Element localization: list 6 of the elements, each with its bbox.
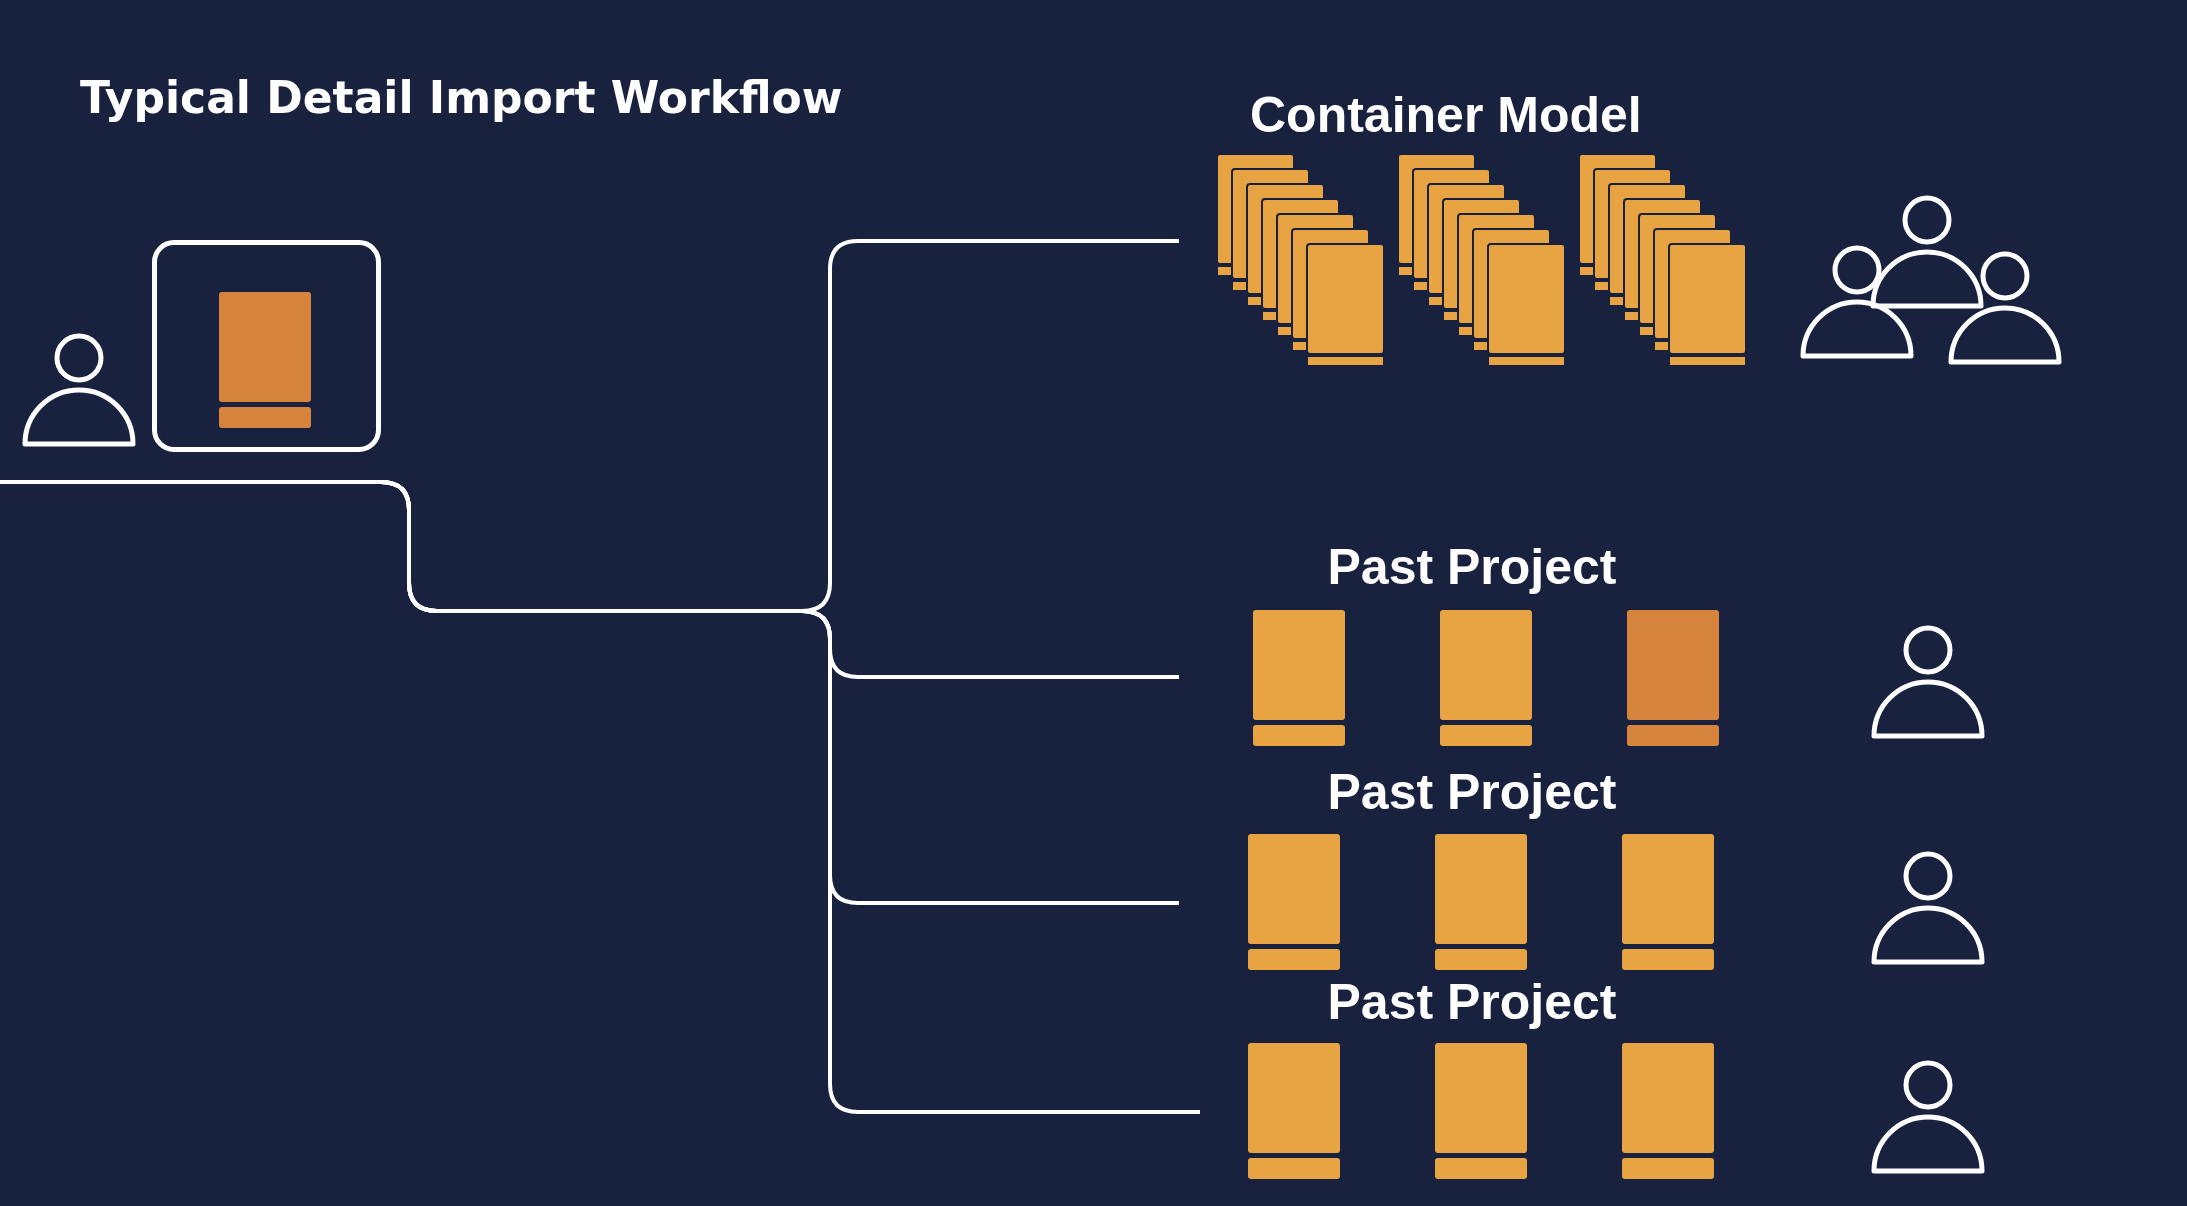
heading: Past Project [1326, 975, 1618, 1030]
heading: Container Model [1250, 88, 1642, 143]
heading: Past Project [1326, 765, 1618, 820]
heading: Past Project [1326, 540, 1618, 595]
title: Typical Detail Import Workflow [80, 72, 843, 123]
connector-line [0, 480, 1200, 1114]
